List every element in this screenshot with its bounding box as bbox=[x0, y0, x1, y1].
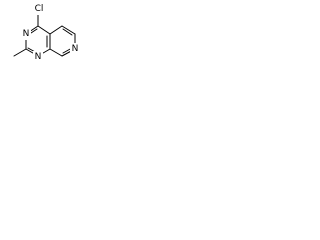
bond-c2-methyl bbox=[13, 48, 27, 57]
bond-c5-c6-inner bbox=[62, 28, 73, 36]
nitrogen-atom-label-pyridine: N bbox=[72, 44, 79, 54]
nitrogen-atom-label-pyrimidine-bottom: N bbox=[35, 52, 42, 62]
bond-lines bbox=[13, 9, 76, 57]
bond-c5-c6 bbox=[61, 25, 76, 35]
atom-labels: Cl N N N bbox=[21, 3, 80, 63]
bond-c4a-c5 bbox=[49, 25, 63, 35]
bond-c8-c8a bbox=[49, 48, 63, 57]
nitrogen-atom-label-pyrimidine-top: N bbox=[23, 29, 30, 39]
bond-c4a-c4 bbox=[37, 25, 51, 35]
chemical-structure-drawing: Cl N N N bbox=[13, 3, 80, 63]
chlorine-atom-label: Cl bbox=[35, 4, 44, 14]
